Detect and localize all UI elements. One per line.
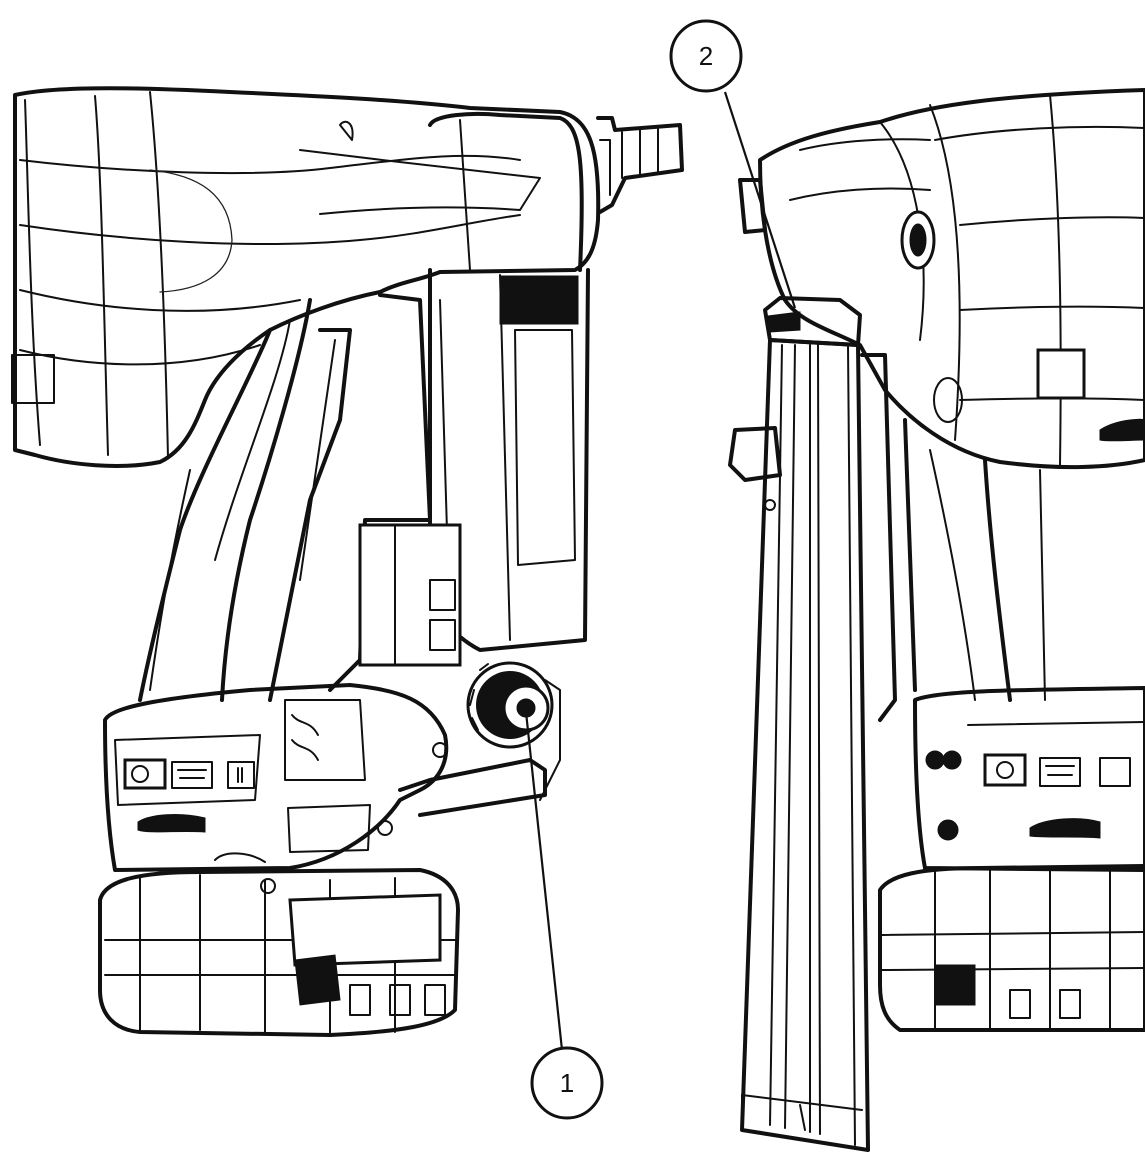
right-tool-view — [728, 88, 1145, 1152]
callout-2-label: 2 — [699, 41, 713, 71]
callout-2: 2 — [669, 19, 797, 309]
right-tool-magazine — [740, 338, 870, 1152]
right-tool-base — [913, 686, 1145, 872]
left-tool-nose — [596, 116, 684, 214]
right-tool-battery — [878, 864, 1145, 1032]
left-tool-housing — [13, 86, 601, 468]
callout-1: 1 — [524, 711, 604, 1120]
left-tool-battery — [98, 868, 460, 1037]
depth-adjustment-wheel — [466, 661, 554, 749]
left-tool-view — [11, 86, 684, 1037]
callout-1-label: 1 — [560, 1068, 574, 1098]
left-tool-base — [103, 683, 449, 872]
